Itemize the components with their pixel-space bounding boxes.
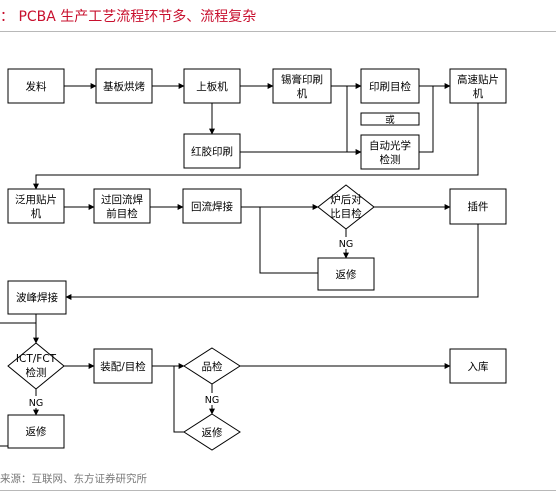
node-shangbanji-label: 上板机 — [196, 80, 228, 93]
node-gaosu-line1: 高速贴片 — [457, 73, 499, 86]
ng-label-2: NG — [205, 395, 219, 406]
node-luhou-line2: 比目检 — [330, 207, 362, 220]
edge-fanxiu1-huiliu — [259, 207, 318, 274]
node-jiban-hongkao-label: 基板烘烤 — [103, 80, 145, 93]
node-guohuiliu-mujian — [93, 188, 151, 224]
ng-label-bg-1 — [336, 237, 356, 249]
edge-gaosu-fanyong — [33, 103, 479, 190]
edge-chajian-bofeng — [65, 224, 479, 300]
node-guohui-line1: 过回流焊 — [101, 193, 143, 206]
node-fanxiu-2-label: 返修 — [202, 426, 223, 439]
node-hongjiao-label: 红胶印刷 — [191, 145, 233, 158]
node-gaosu-tiepianji — [449, 68, 507, 104]
node-fanxiu-3 — [7, 414, 65, 449]
node-ict-line1: ICT/FCT — [16, 353, 57, 365]
node-gaosu-line2: 机 — [473, 87, 484, 100]
node-zhuangpei-mujian — [93, 348, 153, 384]
node-ruku — [449, 348, 507, 384]
node-fanyong-line2: 机 — [31, 207, 42, 220]
node-fanyong-tiepianji — [7, 188, 65, 224]
node-fanxiu-2-diamond — [183, 413, 241, 451]
node-hongjiao-yinshua — [183, 133, 241, 169]
node-fanyong-line1: 泛用贴片 — [15, 193, 57, 206]
node-yinshua-mujian-label: 印刷目检 — [369, 80, 411, 93]
node-chajian — [449, 188, 507, 225]
node-zidong-line2: 检测 — [380, 153, 401, 166]
node-pinjian-label: 品检 — [202, 360, 223, 373]
ng-label-1: NG — [339, 239, 353, 250]
node-bofeng-hanjie — [7, 280, 67, 315]
node-chajian-label: 插件 — [468, 200, 489, 213]
edges — [0, 83, 479, 447]
node-xigao-yinshuaji — [272, 68, 332, 104]
node-fanxiu-3-label: 返修 — [26, 425, 47, 438]
node-huiliu-label: 回流焊接 — [191, 200, 233, 213]
node-zidong-line1: 自动光学 — [369, 139, 411, 152]
node-zhuangpei-label: 装配/目检 — [100, 360, 146, 373]
node-ict-line2: 检测 — [26, 366, 47, 379]
top-rule — [0, 31, 556, 32]
node-luhou-line1: 炉后对 — [330, 193, 362, 206]
node-ruku-label: 入库 — [468, 360, 489, 373]
ng-label-3: NG — [29, 398, 43, 409]
node-xigao-line2: 机 — [297, 87, 308, 100]
ng-label-bg-3 — [26, 396, 46, 408]
node-huo — [360, 112, 420, 126]
node-huiliu-hanjie — [182, 188, 242, 224]
node-bofeng-label: 波峰焊接 — [16, 291, 58, 304]
node-shangbanji — [183, 68, 241, 104]
node-luhou-duibi-diamond — [317, 184, 375, 230]
node-fanxiu-1 — [317, 257, 375, 291]
edge-zidong-gaosu — [419, 86, 434, 153]
node-ict-fct-diamond — [7, 342, 65, 390]
node-faliao-label: 发料 — [26, 80, 47, 93]
node-fanxiu-1-label: 返修 — [336, 268, 357, 281]
node-jiban-hongkao — [95, 68, 153, 104]
edge-fanxiu2-zhuangpei — [173, 366, 184, 433]
node-zidong-guangxue — [360, 134, 420, 170]
bottom-rule — [0, 490, 556, 491]
node-pinjian-diamond — [183, 347, 241, 385]
node-huo-label: 或 — [385, 114, 395, 126]
node-yinshua-mujian — [360, 68, 420, 104]
node-faliao — [7, 68, 65, 104]
edge-fanxiu3-left — [0, 432, 9, 447]
ng-label-bg-2 — [202, 393, 222, 405]
page-title: ： PCBA 生产工艺流程环节多、流程复杂 — [0, 9, 257, 25]
source-note: 来源：互联网、东方证券研究所 — [0, 473, 147, 485]
node-xigao-line1: 锡膏印刷 — [281, 73, 323, 86]
node-guohui-line2: 前目检 — [106, 207, 138, 220]
